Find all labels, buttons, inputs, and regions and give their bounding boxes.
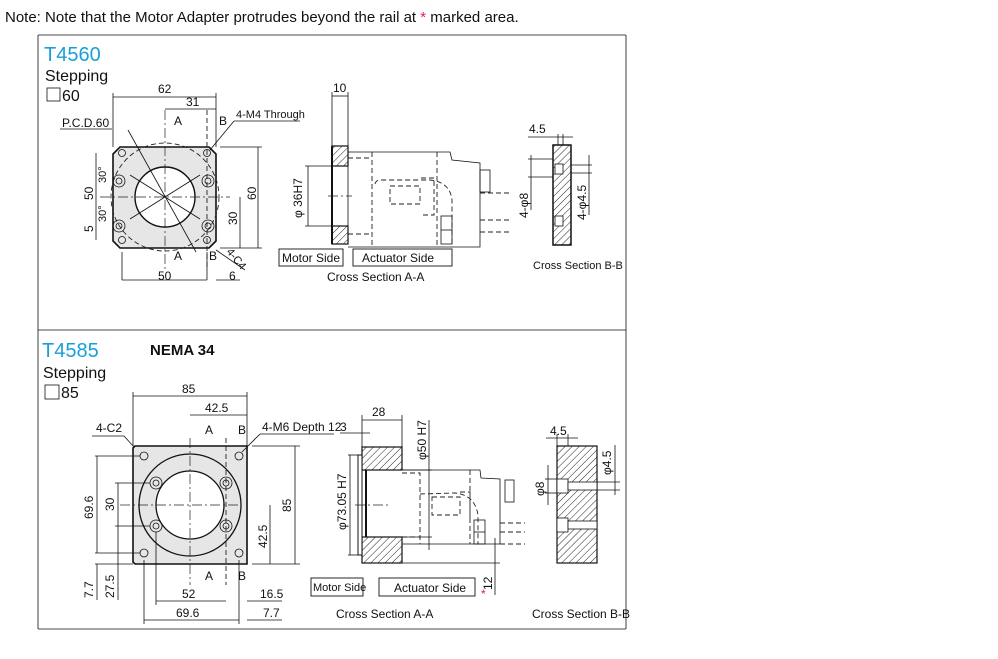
dim-phi-50-h7: φ50 H7	[415, 420, 429, 460]
actuator-side-label: Actuator Side	[362, 251, 434, 265]
chamfer-label: 4-C2	[96, 421, 122, 435]
square-symbol-icon	[46, 87, 61, 102]
section-mark-b-bottom: B	[238, 569, 246, 583]
angle-30-lower: 30°	[97, 205, 109, 222]
section-mark-b-bottom: B	[209, 249, 217, 263]
dim-42-5-horizontal: 42.5	[205, 401, 229, 415]
dim-phi-73-05-h7: φ73.05 H7	[335, 473, 349, 530]
nema-label: NEMA 34	[150, 342, 215, 359]
dim-85-vertical: 85	[280, 498, 294, 512]
dim-28: 28	[372, 405, 386, 419]
dim-42-5-vertical: 42.5	[256, 524, 270, 548]
dim-50-vertical: 50	[82, 186, 96, 200]
section-aa-caption: Cross Section A-A	[336, 607, 433, 621]
dim-4-phi-4-5: 4-φ4.5	[575, 185, 589, 220]
dim-62: 62	[158, 82, 172, 96]
panel-t4585: T4585 NEMA 34 Stepping 85	[42, 340, 630, 624]
panel-frames	[37, 34, 627, 630]
dim-31: 31	[186, 95, 200, 109]
section-mark-a-bottom: A	[205, 569, 213, 583]
cross-section-aa: 28 3 φ50 H7 φ73.05 H7 12 * Motor Side Ac…	[310, 405, 525, 621]
section-bb-caption: Cross Section B-B	[533, 260, 623, 272]
dim-4-5: 4.5	[529, 122, 546, 136]
dim-4-phi-8: 4-φ8	[517, 193, 531, 218]
dim-52: 52	[182, 587, 196, 601]
dim-12: 12	[481, 576, 495, 590]
dim-phi-8: φ8	[533, 481, 547, 496]
holes-label: 4-M6 Depth 12	[262, 420, 342, 434]
section-mark-b-top: B	[219, 114, 227, 128]
pcd-label: P.C.D.60	[62, 116, 109, 130]
dim-69-6-horizontal: 69.6	[176, 606, 200, 620]
dim-10: 10	[333, 81, 347, 95]
square-symbol-icon	[44, 384, 60, 400]
panel-t4560: T4560 Stepping 60	[44, 44, 623, 284]
section-bb-caption: Cross Section B-B	[532, 607, 630, 621]
note-text: Note: Note that the Motor Adapter protru…	[5, 9, 519, 26]
dim-85-horizontal: 85	[182, 382, 196, 396]
dim-30: 30	[226, 211, 240, 225]
cross-section-aa: 10 φ 36H7 Motor Side Actuator Side Cross…	[278, 81, 510, 284]
angle-30-upper: 30°	[97, 166, 109, 183]
section-aa-caption: Cross Section A-A	[327, 270, 424, 284]
cross-section-bb: 4.5 φ4.5 φ8 Cross Section B-B	[532, 424, 630, 621]
section-mark-a-top: A	[174, 114, 182, 128]
dim-50-horizontal: 50	[158, 269, 172, 283]
dim-30: 30	[103, 497, 117, 511]
dim-16-5: 16.5	[260, 587, 284, 601]
holes-label: 4-M4 Through	[236, 109, 305, 121]
motor-side-label: Motor Side	[282, 251, 340, 265]
dim-4-5: 4.5	[550, 424, 567, 438]
section-mark-a-top: A	[205, 423, 213, 437]
protrusion-asterisk: *	[481, 587, 486, 601]
motor-size: 60	[62, 88, 80, 105]
dim-69-6-vertical: 69.6	[82, 495, 96, 519]
actuator-side-label: Actuator Side	[394, 581, 466, 595]
model-title: T4585	[42, 340, 99, 362]
dim-6: 6	[229, 269, 236, 283]
motor-side-label: Motor Side	[313, 582, 366, 594]
front-view: 85 42.5 69.6 30 42.5 85 7.7 27.5 52 16.5…	[82, 382, 342, 624]
cross-section-bb: 4.5 4-φ8 4-φ4.5 Cross Section B-B	[517, 122, 623, 272]
mounting-holes	[112, 149, 215, 244]
dim-phi-4-5: φ4.5	[600, 450, 614, 475]
motor-size: 85	[61, 385, 79, 402]
dim-phi-36h7: φ 36H7	[291, 178, 305, 218]
front-view: 62 31 50 60 30 5 30° 30° 50 6 A B A B P.…	[60, 82, 305, 283]
dim-7-7-horizontal: 7.7	[263, 606, 280, 620]
motor-type: Stepping	[43, 365, 106, 382]
chamfer-label: 4-C4	[224, 246, 249, 272]
section-mark-b-top: B	[238, 423, 246, 437]
dim-27-5: 27.5	[103, 574, 117, 598]
dim-5: 5	[82, 225, 96, 232]
model-title: T4560	[44, 44, 101, 66]
dim-60: 60	[245, 186, 259, 200]
dim-7-7-vertical: 7.7	[82, 581, 96, 598]
dim-3: 3	[340, 420, 347, 434]
motor-type: Stepping	[45, 68, 108, 85]
section-mark-a-bottom: A	[174, 249, 182, 263]
